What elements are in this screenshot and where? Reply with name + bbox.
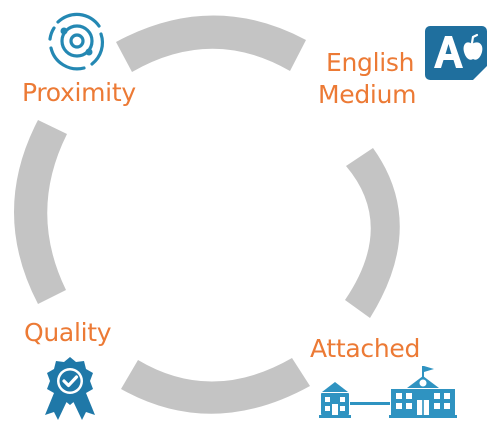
language-badge-icon bbox=[425, 26, 487, 80]
label-attached: Attached bbox=[310, 334, 421, 363]
label-medium: Medium bbox=[318, 80, 417, 109]
arc-right bbox=[345, 148, 400, 318]
award-ribbon-check-icon bbox=[45, 357, 95, 420]
school-buildings-connected-icon bbox=[319, 366, 457, 418]
label-proximity: Proximity bbox=[22, 78, 136, 107]
arc-left bbox=[14, 120, 67, 304]
arc-top bbox=[116, 15, 306, 72]
orbit-target-icon bbox=[48, 12, 105, 71]
label-quality: Quality bbox=[24, 318, 112, 347]
cycle-ring bbox=[14, 15, 400, 414]
arc-bottom bbox=[121, 358, 310, 414]
label-english: English bbox=[326, 48, 415, 77]
